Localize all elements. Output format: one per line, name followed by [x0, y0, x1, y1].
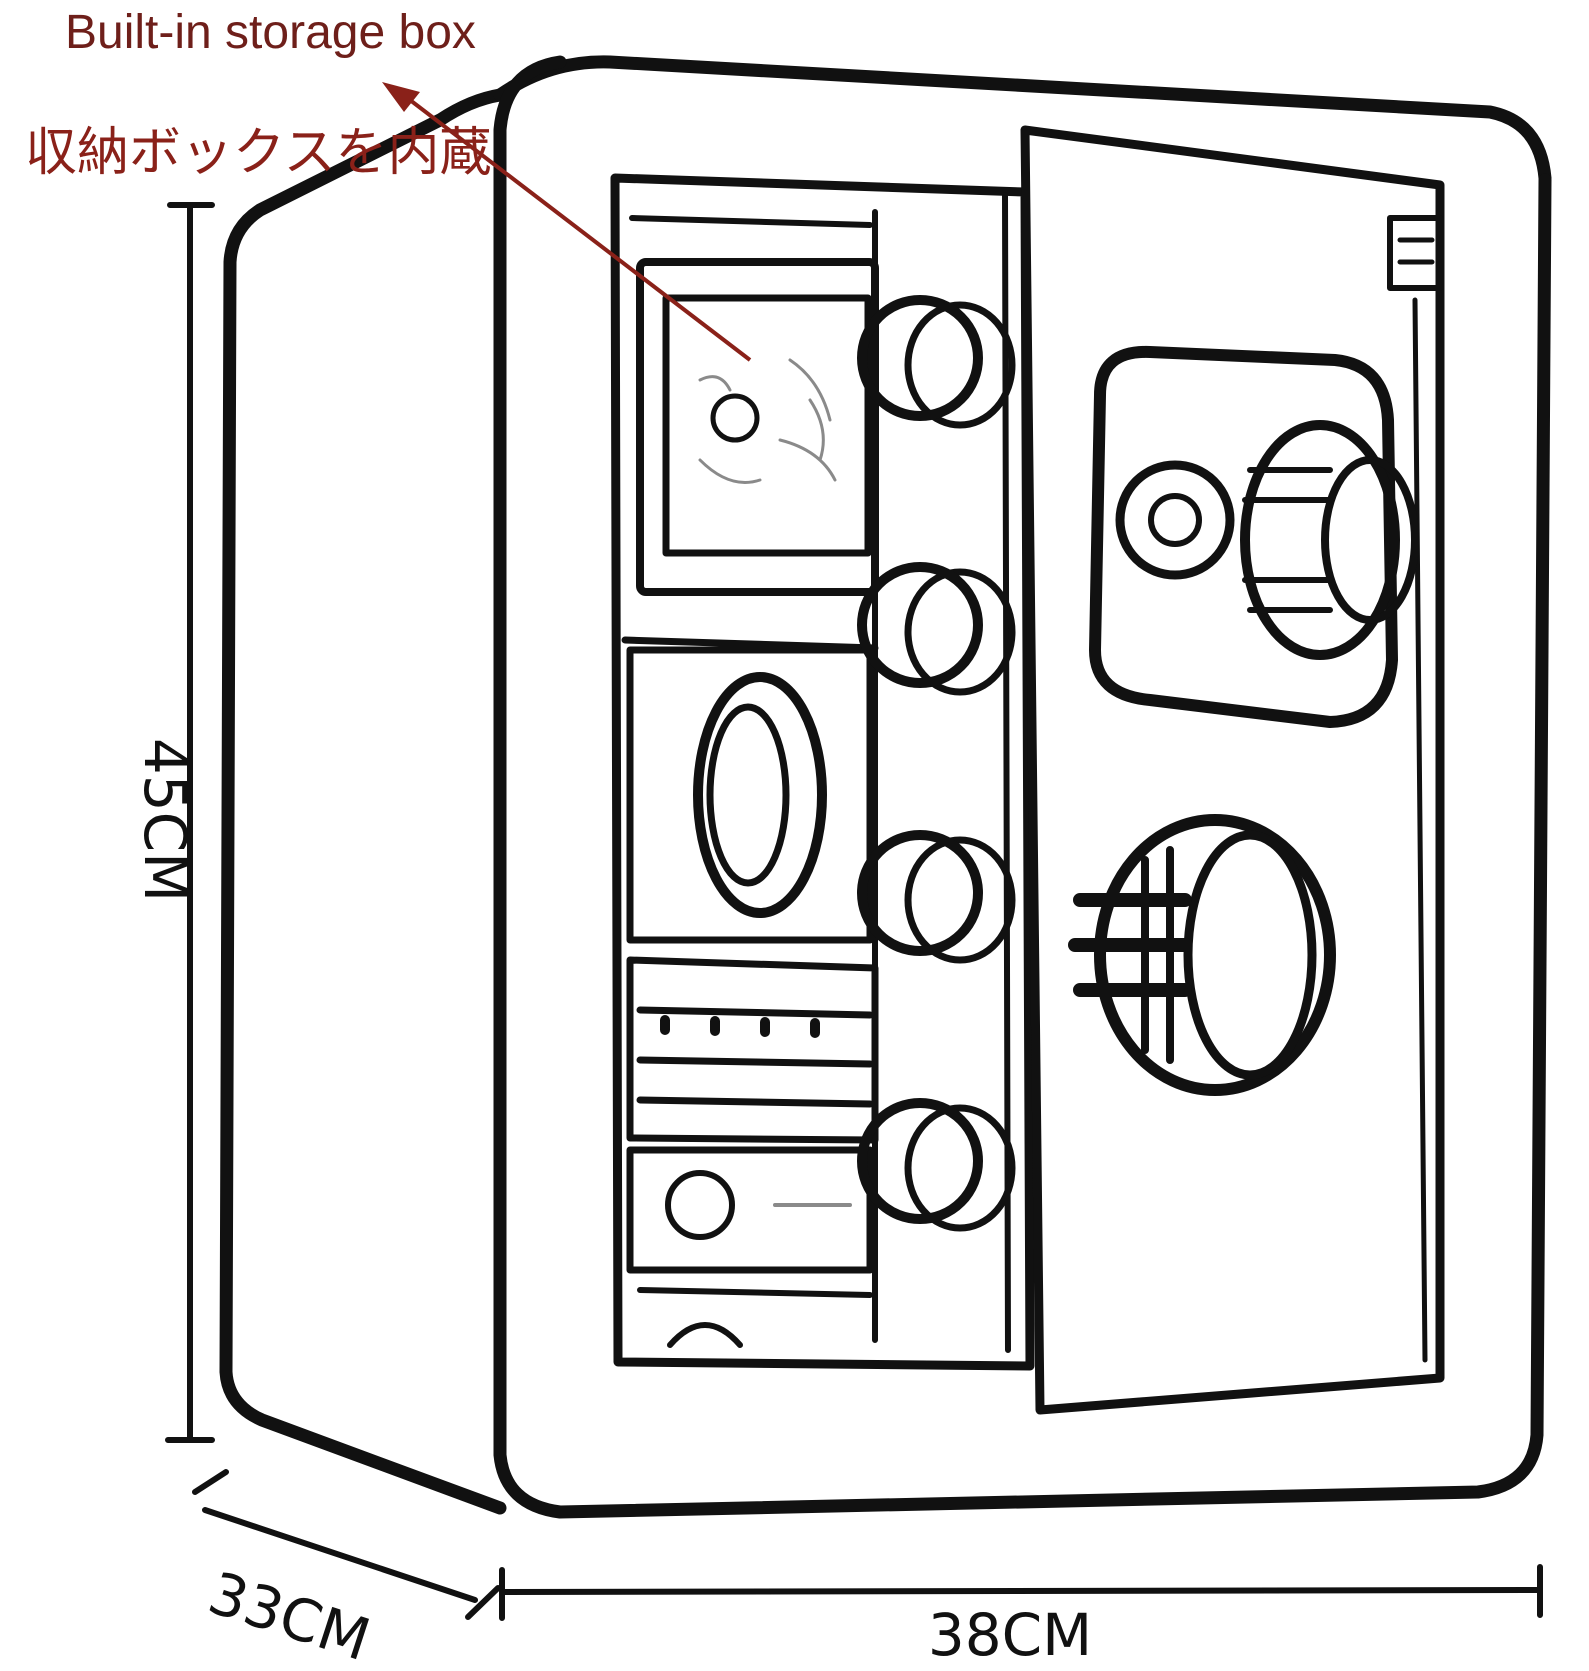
drawer-ring-inner: [706, 703, 790, 887]
dimension-lines: [165, 202, 1543, 1621]
door-panel: [1020, 125, 1445, 1415]
interior-frame: [610, 173, 1035, 1371]
slotted-shelf: [626, 956, 879, 1144]
bolt-3: [857, 830, 1016, 964]
height-dimension-line: [165, 202, 215, 1443]
locking-bolts: [857, 295, 1016, 1232]
door-hinge-icon: [1387, 215, 1443, 291]
width-label: 38CM: [928, 1601, 1092, 1666]
storage-box-lock-icon: [710, 393, 760, 443]
safe-front-face: [493, 55, 1552, 1519]
interior-drawer: [626, 646, 874, 944]
door-handle-icon: [1068, 814, 1336, 1096]
bolt-4: [857, 1098, 1016, 1232]
depth-dimension-line: [192, 1469, 501, 1620]
annotation-arrows: [382, 82, 752, 362]
combination-dial-icon: [1240, 420, 1419, 660]
height-label: 45CM: [131, 738, 199, 902]
safe-interior: [610, 173, 1035, 1371]
door-edge: [1412, 297, 1428, 1363]
annotation-japanese: 収納ボックスを内蔵: [25, 123, 491, 183]
bottom-drawer-knob: [665, 1170, 735, 1240]
keyhole-icon: [1115, 460, 1235, 580]
annotation-arrow-head-icon: [382, 82, 420, 112]
safe-side-panel: [219, 88, 507, 1515]
bottom-drawer: [626, 1146, 874, 1274]
floor-drawer: [637, 1287, 873, 1348]
lock-plate: [1089, 345, 1398, 728]
shelf-slots: [660, 1015, 820, 1038]
storage-box-decoration: [698, 358, 837, 484]
shelf-top: [629, 215, 873, 228]
safe-door: [1020, 125, 1445, 1415]
bolt-1: [857, 295, 1016, 429]
door-hinge-column: [872, 192, 1011, 1353]
bolt-2: [857, 562, 1016, 696]
depth-label: 33CM: [201, 1559, 378, 1666]
drawer-ring-outer: [693, 672, 827, 918]
storage-box-inner: [662, 294, 872, 557]
width-dimension-line: [499, 1564, 1543, 1621]
annotation-arrow-line: [408, 98, 752, 362]
annotation-english: Built-in storage box: [65, 6, 476, 59]
storage-box: [636, 258, 879, 596]
safe-body: [219, 55, 1552, 1519]
